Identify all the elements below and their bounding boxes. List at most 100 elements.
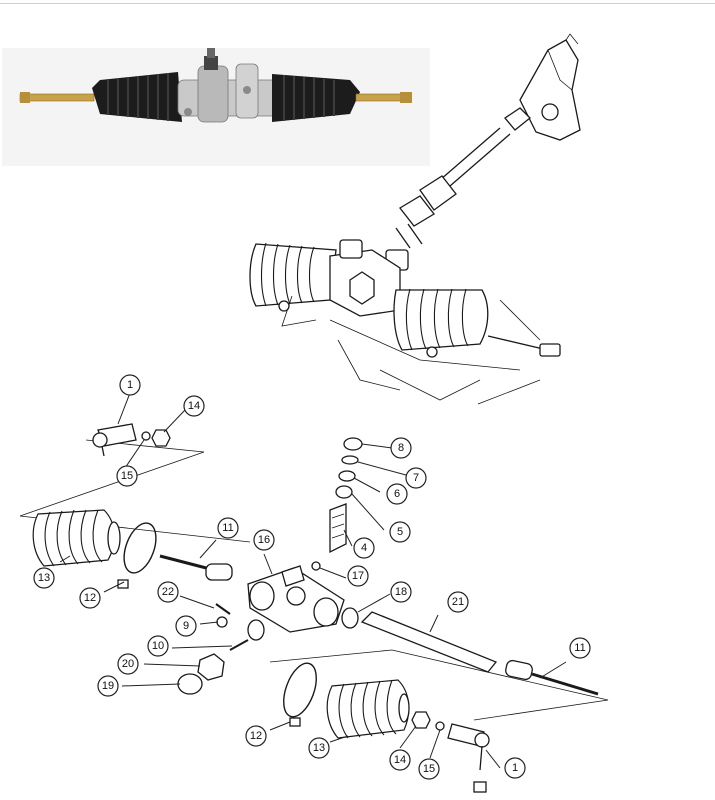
callout-circle [569, 637, 591, 659]
callout-16: 16 [253, 529, 275, 551]
callout-circle [447, 591, 469, 613]
callout-circle [97, 675, 119, 697]
callout-label: 11 [222, 522, 233, 534]
callout-circle [79, 587, 101, 609]
part-washer-lower [435, 721, 445, 731]
callout-label: 17 [352, 570, 364, 582]
part-rack-housing [247, 565, 345, 633]
part-nut [197, 653, 225, 681]
part-9 [216, 616, 228, 628]
installed-assembly-drawing [249, 33, 581, 405]
callout-15: 15 [418, 758, 440, 780]
callout-12: 12 [245, 725, 267, 747]
part-rack-bar [360, 611, 498, 673]
callout-label: 14 [394, 754, 406, 766]
callout-label: 20 [122, 658, 134, 670]
callout-circle [390, 437, 412, 459]
leader-lines [59, 392, 567, 769]
part-tie-rod-end-lower [447, 723, 490, 793]
callout-circle [253, 529, 275, 551]
callout-circle [175, 615, 197, 637]
part-cap [177, 673, 203, 695]
callout-9: 9 [175, 615, 197, 637]
callout-label: 5 [397, 526, 403, 538]
callout-circle [405, 467, 427, 489]
callout-8: 8 [390, 437, 412, 459]
part-screw [215, 603, 231, 615]
right-boot-photo [272, 74, 360, 122]
part-boot-left [32, 509, 121, 567]
callout-circle [504, 757, 526, 779]
callout-label: 16 [258, 534, 270, 546]
callout-20: 20 [117, 653, 139, 675]
callout-12: 12 [79, 587, 101, 609]
lower-right-frame [269, 649, 609, 721]
callout-label: 13 [38, 572, 50, 584]
callout-10: 10 [147, 635, 169, 657]
callout-circle [389, 521, 411, 543]
callout-circle [390, 581, 412, 603]
callout-label: 9 [183, 620, 189, 632]
callout-circle [157, 581, 179, 603]
callout-label: 1 [512, 762, 518, 774]
callout-circle [119, 374, 141, 396]
callout-circle [308, 737, 330, 759]
callout-circle [245, 725, 267, 747]
callout-circle [217, 517, 239, 539]
callout-5: 5 [389, 521, 411, 543]
callout-19: 19 [97, 675, 119, 697]
callout-15: 15 [116, 465, 138, 487]
callout-7: 7 [405, 467, 427, 489]
part-yoke [247, 619, 265, 641]
callout-label: 11 [574, 642, 585, 654]
callout-circle [418, 758, 440, 780]
callout-label: 12 [84, 592, 96, 604]
callout-label: 19 [102, 680, 114, 692]
callout-6: 6 [386, 483, 408, 505]
callout-label: 13 [313, 742, 325, 754]
callout-label: 4 [361, 542, 367, 554]
callout-label: 14 [188, 400, 200, 412]
callout-label: 18 [395, 586, 407, 598]
part-inner-tie-rod-upper [159, 554, 233, 581]
callout-label: 15 [423, 763, 435, 775]
callout-18: 18 [390, 581, 412, 603]
part-jam-nut-lower [411, 711, 431, 729]
callout-circle [33, 567, 55, 589]
part-pinion-stack [311, 437, 363, 571]
callout-label: 7 [413, 472, 419, 484]
top-divider [0, 3, 715, 4]
callout-label: 22 [162, 586, 174, 598]
callout-11: 11 [217, 517, 239, 539]
callout-13: 13 [308, 737, 330, 759]
callout-17: 17 [347, 565, 369, 587]
callout-circle [389, 749, 411, 771]
part-inner-tie-rod-lower [505, 659, 599, 696]
callout-11: 11 [569, 637, 591, 659]
callout-circle [347, 565, 369, 587]
callout-circle [117, 653, 139, 675]
callout-label: 6 [394, 488, 400, 500]
callout-label: 1 [127, 379, 133, 391]
callout-label: 10 [152, 640, 164, 652]
part-bushing [341, 607, 359, 629]
callout-label: 12 [250, 730, 262, 742]
callout-circle [183, 395, 205, 417]
callout-14: 14 [183, 395, 205, 417]
exploded-parts [19, 423, 609, 793]
part-clamp-upper [123, 522, 157, 574]
callout-circle [116, 465, 138, 487]
callout-1: 1 [504, 757, 526, 779]
callout-label: 21 [452, 596, 464, 608]
part-tie-rod-end-upper [92, 423, 171, 457]
callout-22: 22 [157, 581, 179, 603]
callout-circle [147, 635, 169, 657]
part-boot-lower [326, 679, 410, 739]
callout-label: 15 [121, 470, 133, 482]
callout-layer: 1 14 15 8 7 6 5 4 13 12 11 16 17 18 22 9 10 21 20 19 11 12 13 1… [33, 374, 591, 780]
left-boot-photo [92, 72, 182, 122]
part-clamp-lower [283, 662, 317, 718]
callout-4: 4 [353, 537, 375, 559]
callout-circle [353, 537, 375, 559]
